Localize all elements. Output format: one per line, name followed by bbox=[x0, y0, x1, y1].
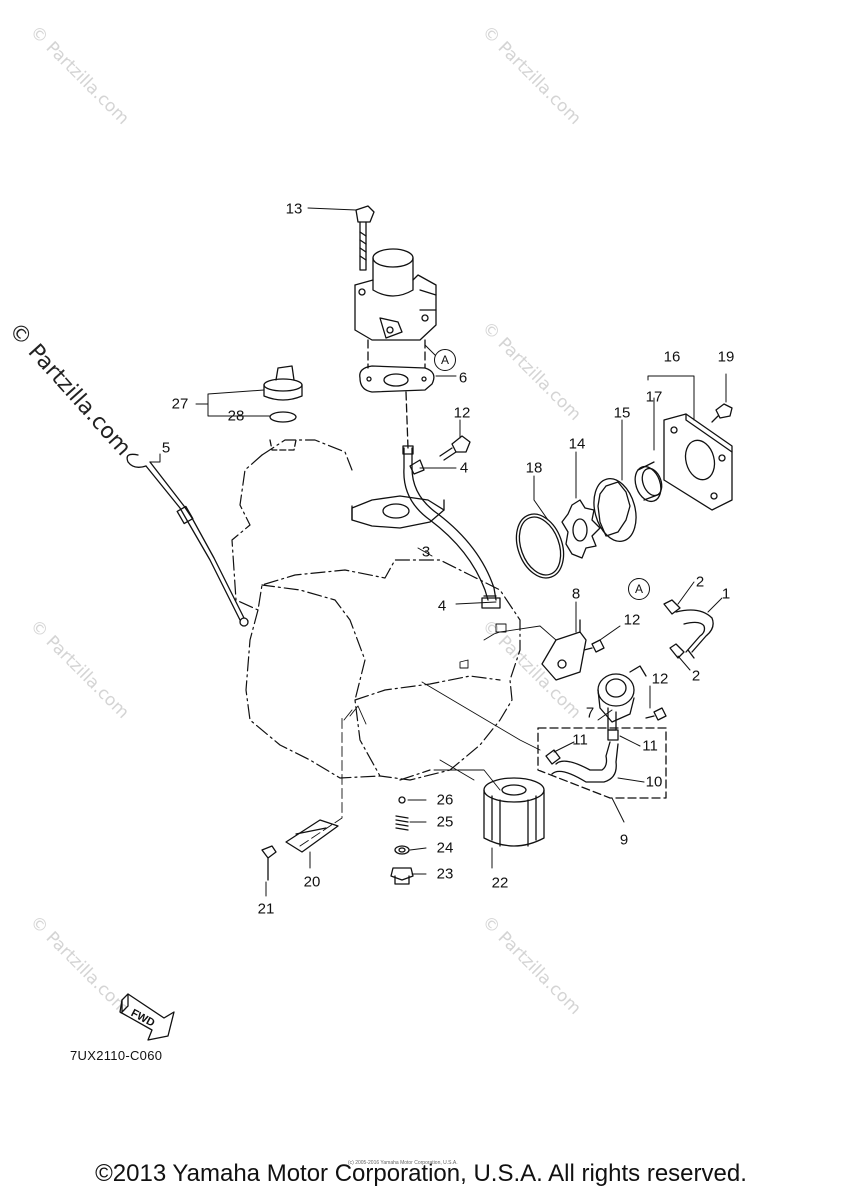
callout-4: 4 bbox=[459, 459, 469, 477]
callout-21: 21 bbox=[257, 900, 275, 918]
callout-2: 2 bbox=[695, 573, 705, 591]
engine-block-outline bbox=[231, 439, 521, 781]
diagram-code: 7UX2110-C060 bbox=[70, 1048, 163, 1063]
filler-cap-gasket bbox=[269, 411, 297, 423]
callout-22: 22 bbox=[491, 874, 509, 892]
pump-gasket bbox=[359, 365, 435, 393]
oil-seal bbox=[634, 461, 663, 503]
bolt-19 bbox=[711, 403, 733, 423]
callout-26: 26 bbox=[436, 791, 454, 809]
callout-24: 24 bbox=[436, 839, 454, 857]
bracket bbox=[541, 619, 587, 681]
callout-16: 16 bbox=[663, 348, 681, 366]
dipstick bbox=[126, 453, 249, 627]
callout-28: 28 bbox=[227, 407, 245, 425]
callout-11: 11 bbox=[642, 737, 658, 755]
callout-23: 23 bbox=[436, 865, 454, 883]
callout-3: 3 bbox=[421, 543, 431, 561]
callout-1: 1 bbox=[721, 585, 731, 603]
outer-rotor bbox=[593, 478, 637, 542]
drain-plug bbox=[390, 867, 414, 885]
hose-clamp-11-left bbox=[545, 749, 561, 765]
callout-8: 8 bbox=[571, 585, 581, 603]
callout-14: 14 bbox=[568, 435, 586, 453]
callout-2: 2 bbox=[691, 667, 701, 685]
reference-marker-a: A bbox=[628, 578, 650, 600]
callout-19: 19 bbox=[717, 348, 735, 366]
spring bbox=[395, 815, 409, 831]
pump-cover bbox=[663, 413, 733, 511]
callout-25: 25 bbox=[436, 813, 454, 831]
bolt-12-middle bbox=[583, 639, 605, 653]
small-copyright: (c) 2005-2016 Yamaha Motor Corporation, … bbox=[348, 1160, 458, 1166]
crankcase-boss bbox=[351, 495, 445, 529]
hose-clamp-lower bbox=[669, 643, 685, 659]
connection-lines bbox=[299, 623, 557, 847]
callout-27: 27 bbox=[171, 395, 189, 413]
oil-strainer-pipe bbox=[402, 445, 501, 609]
bolt-12-upper bbox=[439, 435, 471, 461]
oil-filter bbox=[483, 777, 545, 847]
filler-neck bbox=[269, 439, 297, 451]
callout-20: 20 bbox=[303, 873, 321, 891]
o-ring bbox=[515, 513, 565, 579]
callout-18: 18 bbox=[525, 459, 543, 477]
hose-assembly-frame bbox=[537, 727, 667, 799]
callout-12: 12 bbox=[651, 670, 669, 688]
callout-17: 17 bbox=[645, 388, 663, 406]
filter-housing bbox=[597, 665, 647, 731]
washer bbox=[394, 845, 410, 855]
callout-7: 7 bbox=[585, 704, 595, 722]
clamp-4-upper bbox=[409, 459, 425, 475]
copyright-notice: ©2013 Yamaha Motor Corporation, U.S.A. A… bbox=[95, 1160, 747, 1187]
bolt-12-lower bbox=[645, 707, 667, 721]
hose-clamp-11-right bbox=[607, 729, 619, 741]
steel-ball bbox=[398, 796, 406, 804]
cover-plate bbox=[285, 819, 339, 853]
oil-filler-cap bbox=[263, 365, 303, 401]
oil-hose bbox=[675, 609, 714, 659]
oil-pump-housing bbox=[354, 248, 437, 341]
callout-11: 11 bbox=[572, 731, 588, 749]
callout-13: 13 bbox=[285, 200, 303, 218]
callout-4: 4 bbox=[437, 597, 447, 615]
hose-clamp-upper bbox=[663, 599, 681, 615]
fwd-arrow-icon bbox=[119, 993, 175, 1041]
leader-lines bbox=[149, 207, 727, 897]
bolt-13 bbox=[355, 205, 375, 271]
reference-marker-a: A bbox=[434, 349, 456, 371]
callout-12: 12 bbox=[623, 611, 641, 629]
callout-10: 10 bbox=[645, 773, 663, 791]
callout-12: 12 bbox=[453, 404, 471, 422]
screw-21 bbox=[261, 845, 277, 881]
callout-9: 9 bbox=[619, 831, 629, 849]
callout-5: 5 bbox=[161, 439, 171, 457]
inner-rotor bbox=[561, 499, 601, 559]
callout-15: 15 bbox=[613, 404, 631, 422]
oil-cooler-hose bbox=[551, 741, 619, 783]
callout-6: 6 bbox=[458, 369, 468, 387]
